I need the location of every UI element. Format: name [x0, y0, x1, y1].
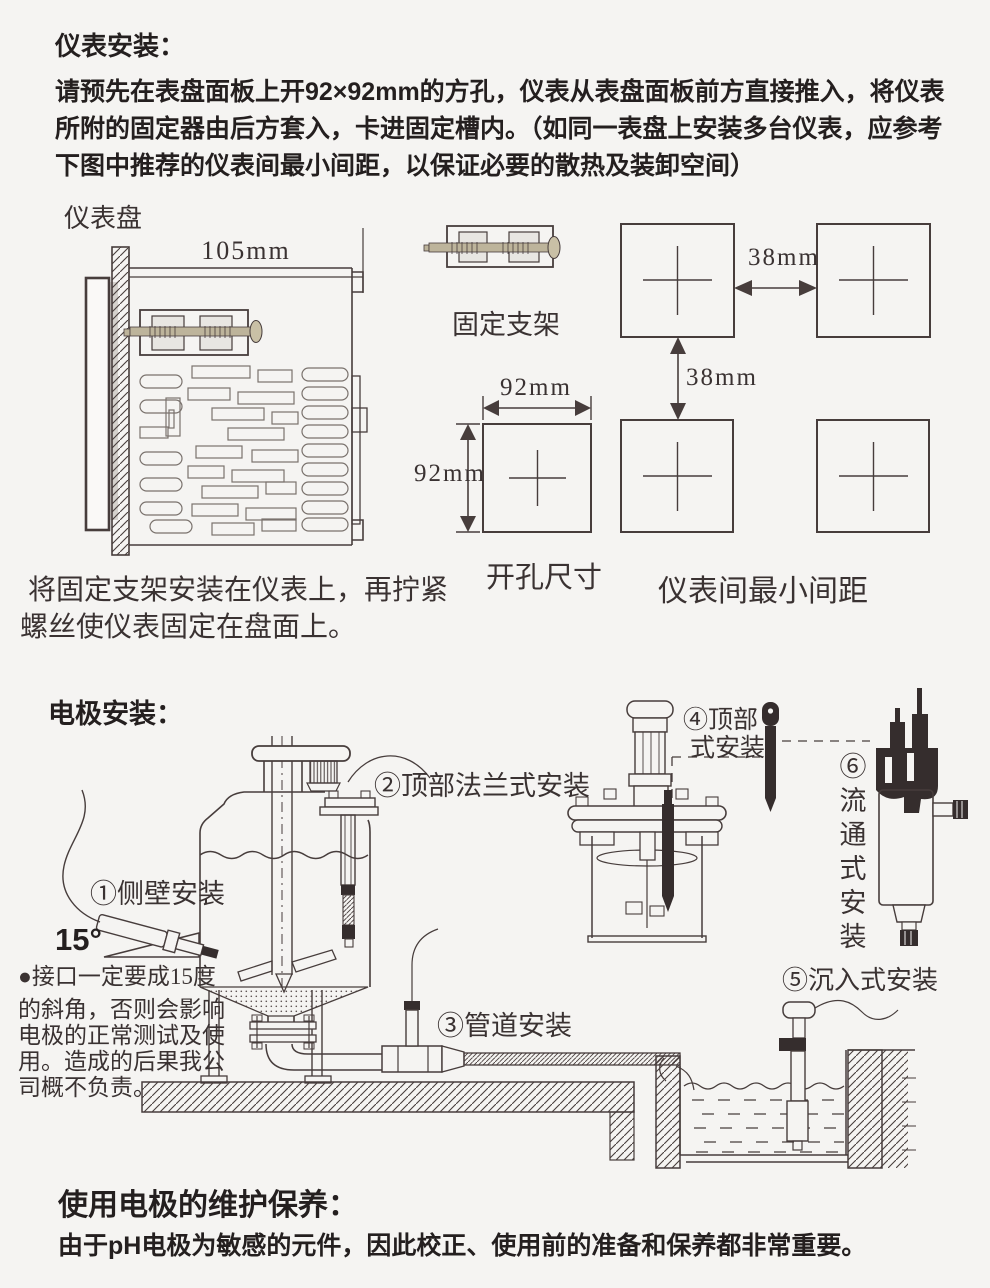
hole-size-label: 开孔尺寸: [486, 562, 603, 594]
electrode-section-title: 电极安装：: [48, 699, 183, 729]
warning-line-1: ●接口一定要成15度: [18, 964, 216, 989]
instrument-section-title: 仪表安装：: [55, 31, 186, 61]
dim-92mm-height: 92mm: [414, 460, 486, 487]
mount6-label: ⑥流通式安装: [839, 752, 867, 952]
mount3-label: ③管道安装: [437, 1011, 572, 1041]
mount2-label: ②顶部法兰式安装: [374, 771, 590, 801]
instrument-body-line-2: 所附的固定器由后方套入，卡进固定槽内。（如同一表盘上安装多台仪表，应参考: [55, 115, 943, 143]
vessel-mount-diagram: [567, 700, 870, 943]
bracket-caption-line-2: 螺丝使仪表固定在盘面上。: [20, 612, 357, 643]
dim-38mm-horizontal: 38mm: [748, 244, 820, 271]
flange-mount: [319, 790, 379, 948]
min-spacing-diagram: [620, 223, 931, 533]
bracket-on-instrument: [123, 309, 263, 356]
mount1-label: ①侧壁安装: [90, 879, 225, 909]
dim-105mm: 105mm: [201, 236, 291, 265]
bracket-caption-line-1: 将固定支架安装在仪表上，再拧紧: [28, 575, 449, 606]
side-wall-mount-diagram: [62, 789, 219, 959]
ground-and-sink-tank: [141, 999, 916, 1169]
mount5-label: ⑤沉入式安装: [782, 966, 939, 995]
fixing-bracket-diagram: [423, 225, 561, 268]
mount4-label-line-1: ④顶部: [683, 707, 759, 734]
cutout-dimension-diagram: [456, 396, 592, 533]
instrument-side-view-diagram: [84, 228, 368, 556]
panel-label: 仪表盘: [64, 204, 143, 233]
angle-label: 15°: [55, 922, 102, 957]
mount4-label-line-2: 式安装: [690, 735, 766, 762]
warning-line-3: 电极的正常测试及使: [18, 1023, 225, 1048]
flow-cell-diagram: [876, 688, 968, 946]
instrument-body-line-1: 请预先在表盘面板上开92×92mm的方孔，仪表从表盘面板前方直接推入，将仪表: [55, 78, 945, 106]
dim-92mm-width: 92mm: [500, 374, 572, 401]
min-spacing-label: 仪表间最小间距: [658, 575, 868, 608]
warning-line-4: 用。造成的后果我公: [18, 1049, 225, 1074]
bracket-label: 固定支架: [452, 310, 560, 340]
instrument-body-line-3: 下图中推荐的仪表间最小间距，以保证必要的散热及装卸空间）: [55, 152, 756, 180]
pipe-mount-diagram: [381, 928, 681, 1073]
warning-line-5: 司概不负责。: [18, 1075, 156, 1100]
electrode-probe: [762, 702, 779, 812]
warning-line-2: 的斜角，否则会影响: [18, 997, 225, 1022]
dim-38mm-vertical: 38mm: [686, 364, 758, 391]
tank-diagram: [199, 736, 431, 1084]
submersible-electrode: [779, 999, 899, 1151]
maintenance-section-title: 使用电极的维护保养：: [58, 1189, 358, 1222]
vent-slots: [139, 365, 349, 536]
maintenance-body: 由于pH电极为敏感的元件，因此校正、使用前的准备和保养都非常重要。: [58, 1232, 867, 1260]
